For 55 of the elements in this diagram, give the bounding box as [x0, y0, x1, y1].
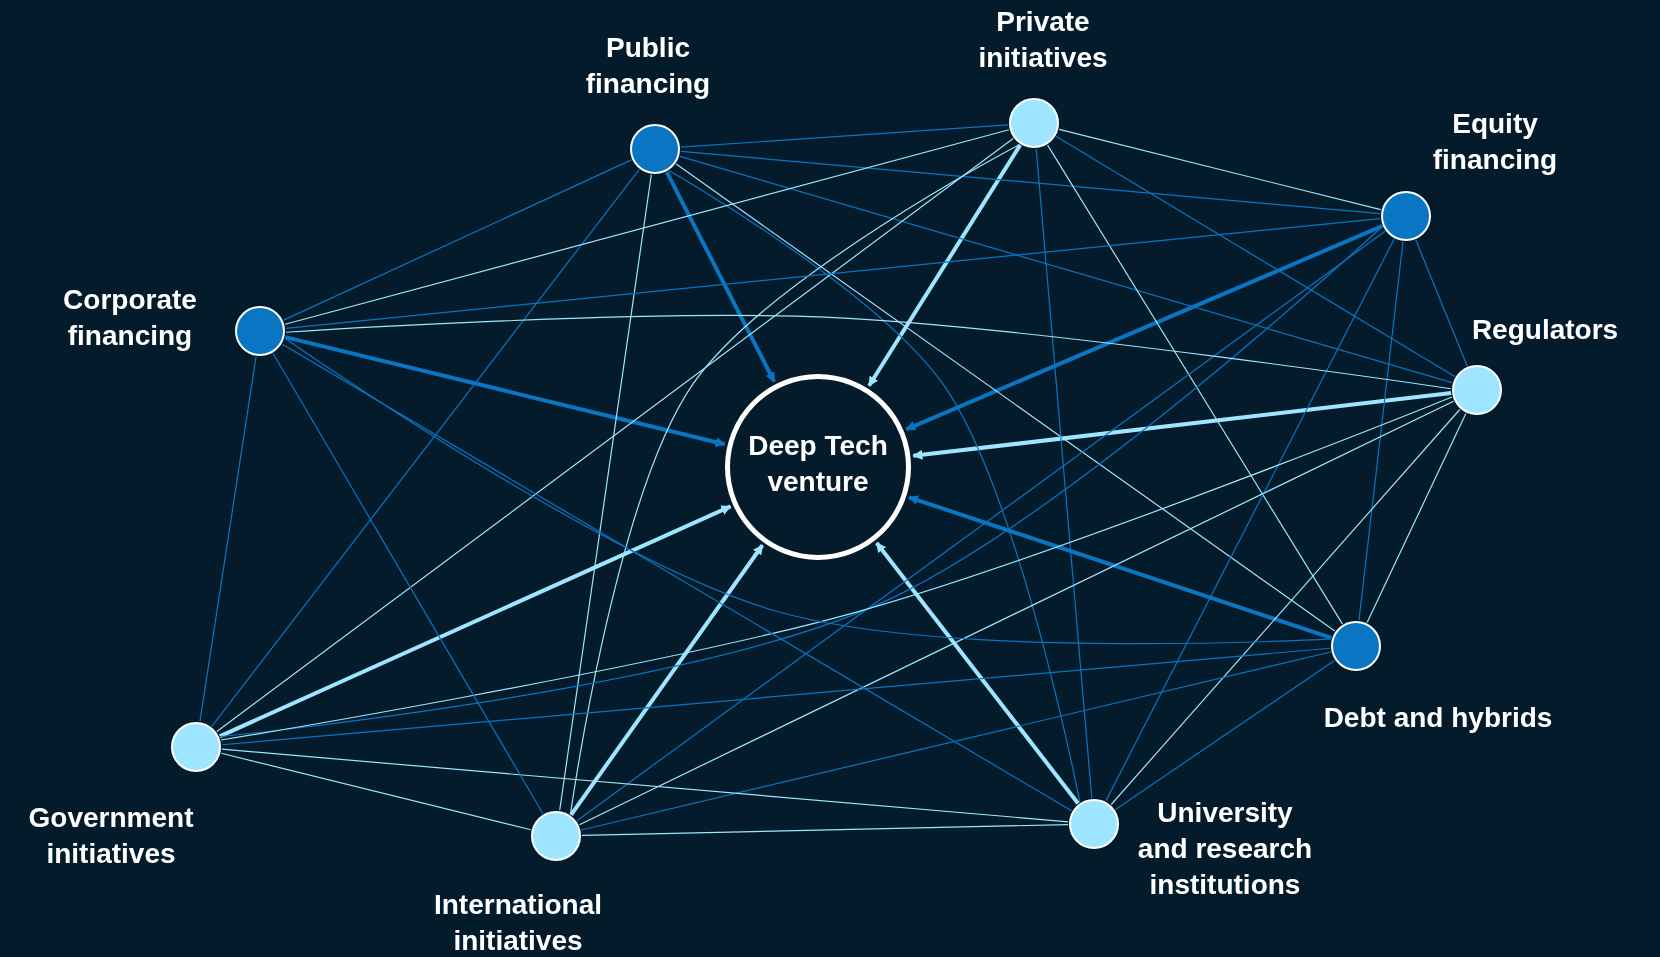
connector-line	[668, 170, 1081, 803]
connector-line	[221, 647, 1331, 746]
connector-line	[284, 337, 1332, 645]
node-label: Corporate financing	[62, 283, 198, 353]
node-label: Public financing	[584, 31, 712, 101]
connector-line	[1114, 660, 1336, 810]
connector-line	[576, 230, 1386, 822]
connector-line	[679, 155, 1453, 384]
node-label: Debt and hybrids	[1322, 701, 1554, 735]
thick-connector	[569, 544, 765, 816]
thick-connector	[875, 541, 1080, 805]
connector-line	[569, 144, 1021, 815]
node-label: Private initiatives	[977, 5, 1109, 75]
connector-line	[199, 356, 257, 722]
connector-line	[581, 824, 1069, 836]
node-label: Regulators	[1470, 313, 1620, 347]
connector-line	[285, 218, 1381, 329]
thick-connector	[665, 171, 776, 383]
thick-connector	[905, 224, 1383, 432]
connector-line	[216, 137, 1014, 733]
node-label: Government initiatives	[27, 801, 195, 871]
thick-connector	[284, 335, 726, 447]
connector-line	[1058, 128, 1382, 211]
connector-line	[283, 159, 632, 321]
connector-line	[675, 163, 1336, 632]
connector-line	[220, 396, 1453, 741]
connector-line	[680, 124, 1009, 148]
thick-connector	[912, 391, 1452, 460]
connector-line	[1110, 408, 1461, 806]
connector-line	[1055, 135, 1456, 378]
node-label: Equity financing	[1431, 107, 1559, 177]
connector-line	[559, 174, 652, 811]
connector-line	[221, 748, 1069, 823]
connector-line	[285, 314, 1452, 390]
connector-line	[211, 169, 640, 727]
connector-line	[1358, 241, 1404, 621]
node-label: Deep Tech venture	[747, 429, 889, 499]
connector-line	[1047, 144, 1343, 625]
node-label: University and research institutions	[1136, 796, 1314, 902]
connector-line	[1105, 238, 1395, 802]
connector-line	[220, 752, 532, 831]
thick-connector	[908, 495, 1332, 640]
connector-line	[219, 225, 1383, 738]
connector-line	[281, 343, 1073, 812]
connector-line	[284, 129, 1010, 325]
connector-line	[1366, 412, 1467, 624]
connector-line	[580, 651, 1332, 831]
connector-line	[680, 150, 1381, 215]
connector-line	[1415, 239, 1468, 367]
connector-line	[1035, 148, 1093, 799]
connector-line	[272, 352, 544, 815]
node-label: International initiatives	[433, 888, 603, 957]
connector-line	[578, 400, 1455, 826]
thick-connector	[218, 504, 732, 739]
thick-connector	[867, 143, 1022, 387]
